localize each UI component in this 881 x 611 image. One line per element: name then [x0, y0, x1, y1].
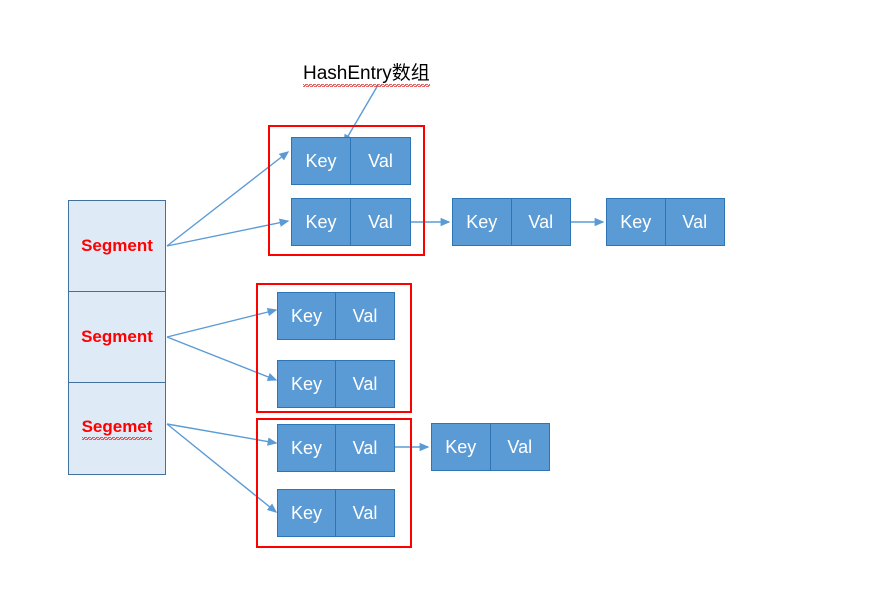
- kv-node-g0-b1-n2[interactable]: Key Val: [606, 198, 725, 246]
- kv-key-label: Key: [278, 425, 336, 471]
- kv-key-label: Key: [292, 199, 351, 245]
- kv-val-label: Val: [507, 436, 533, 457]
- segment-label-1: Segment: [81, 327, 153, 346]
- kv-val-label: Val: [352, 373, 378, 394]
- kv-node-g2-b0-n0[interactable]: Key Val: [277, 424, 395, 472]
- kv-node-g0-b1-n1[interactable]: Key Val: [452, 198, 571, 246]
- segment-column: Segment Segment Segemet: [68, 200, 166, 475]
- segment-box-0[interactable]: Segment: [69, 201, 165, 292]
- kv-node-g0-b0-n0[interactable]: Key Val: [291, 137, 411, 185]
- kv-key-label: Key: [453, 199, 512, 245]
- diagram-title-text: HashEntry数组: [303, 63, 430, 87]
- kv-val-label: Val: [368, 150, 393, 171]
- kv-node-g0-b1-n0[interactable]: Key Val: [291, 198, 411, 246]
- kv-val-label: Val: [352, 305, 378, 326]
- segment-label-2: Segemet: [81, 417, 153, 440]
- kv-node-g1-b0-n0[interactable]: Key Val: [277, 292, 395, 340]
- kv-key-label: Key: [278, 361, 336, 407]
- kv-node-g1-b1-n0[interactable]: Key Val: [277, 360, 395, 408]
- kv-key-label: Key: [292, 138, 351, 184]
- segment-box-1[interactable]: Segment: [69, 292, 165, 383]
- kv-key-label: Key: [278, 293, 336, 339]
- kv-val-label: Val: [528, 211, 554, 232]
- kv-val-label: Val: [352, 502, 378, 523]
- kv-val-label: Val: [352, 437, 378, 458]
- kv-key-label: Key: [432, 424, 491, 470]
- segment-label-0: Segment: [81, 236, 153, 255]
- hashentry-array-2: [256, 418, 412, 548]
- kv-val-label: Val: [368, 211, 393, 232]
- segment-box-2[interactable]: Segemet: [69, 383, 165, 474]
- kv-key-label: Key: [278, 490, 336, 536]
- kv-key-label: Key: [607, 199, 666, 245]
- diagram-title: HashEntry数组: [303, 58, 430, 87]
- hashentry-array-1: [256, 283, 412, 413]
- kv-val-label: Val: [682, 211, 708, 232]
- hashentry-array-0: [268, 125, 425, 256]
- kv-node-g2-b0-n1[interactable]: Key Val: [431, 423, 550, 471]
- kv-node-g2-b1-n0[interactable]: Key Val: [277, 489, 395, 537]
